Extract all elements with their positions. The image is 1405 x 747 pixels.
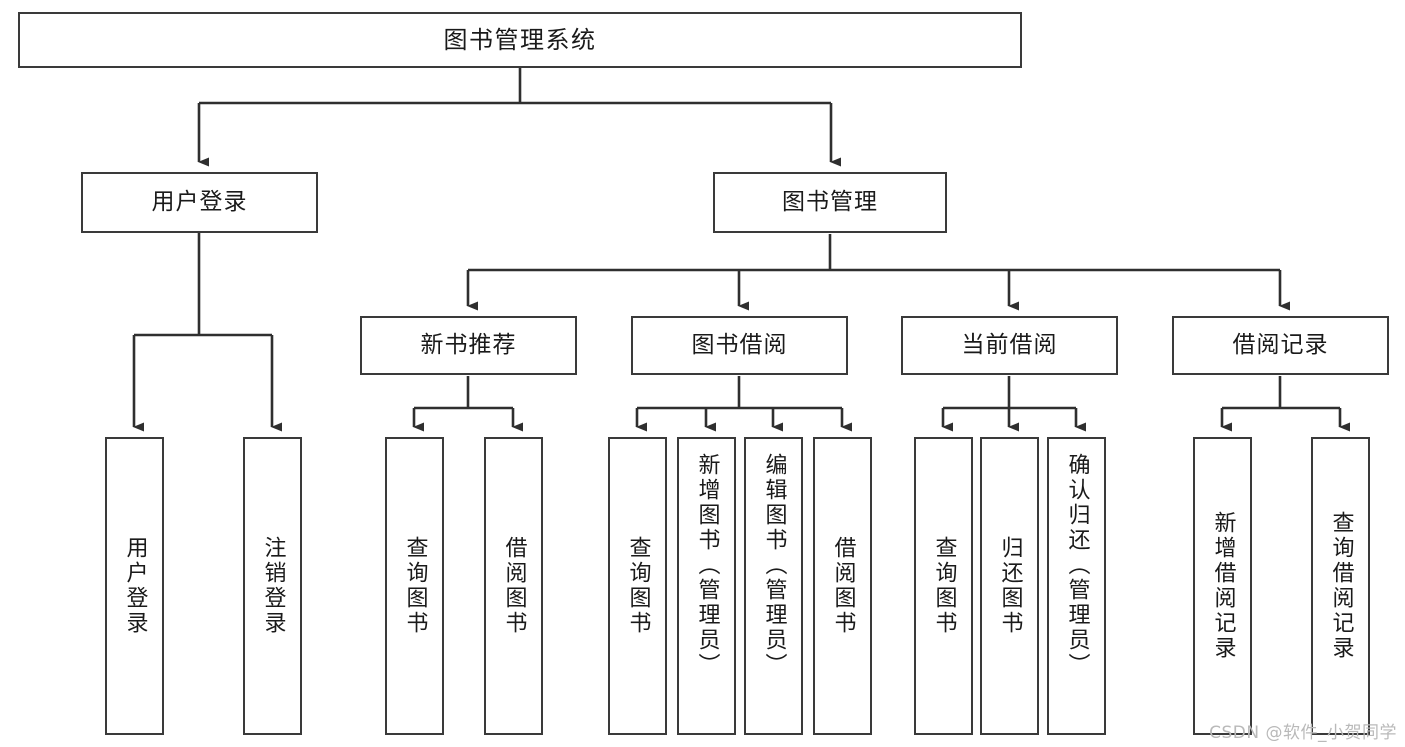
node-label: 查询图书 xyxy=(931,536,957,636)
node-borrow-record[interactable]: 借阅记录 xyxy=(1172,316,1389,375)
leaf-query-book-recommend[interactable]: 查询图书 xyxy=(385,437,444,735)
node-label: 当前借阅 xyxy=(961,331,1058,358)
node-label: 归还图书 xyxy=(997,536,1023,636)
node-new-book-recommend[interactable]: 新书推荐 xyxy=(360,316,577,375)
node-label: 用户登录 xyxy=(151,188,248,215)
node-label: 新增图书（管理员） xyxy=(694,453,720,678)
leaf-edit-book-admin[interactable]: 编辑图书（管理员） xyxy=(744,437,803,735)
node-label: 借阅图书 xyxy=(830,536,856,636)
node-label: 新增借阅记录 xyxy=(1210,511,1236,661)
node-root-book-management-system[interactable]: 图书管理系统 xyxy=(18,12,1022,68)
leaf-borrow-book-recommend[interactable]: 借阅图书 xyxy=(484,437,543,735)
leaf-return-book[interactable]: 归还图书 xyxy=(980,437,1039,735)
leaf-add-book-admin[interactable]: 新增图书（管理员） xyxy=(677,437,736,735)
leaf-query-book-borrow[interactable]: 查询图书 xyxy=(608,437,667,735)
leaf-add-borrow-record[interactable]: 新增借阅记录 xyxy=(1193,437,1252,735)
watermark: CSDN @软件_小贺同学 xyxy=(1209,723,1397,743)
node-label: 确认归还（管理员） xyxy=(1064,453,1090,678)
node-current-borrow[interactable]: 当前借阅 xyxy=(901,316,1118,375)
node-label: 图书管理 xyxy=(782,188,878,215)
node-label: 借阅记录 xyxy=(1232,331,1329,358)
leaf-borrow-book[interactable]: 借阅图书 xyxy=(813,437,872,735)
node-book-management[interactable]: 图书管理 xyxy=(713,172,947,233)
leaf-query-borrow-record[interactable]: 查询借阅记录 xyxy=(1311,437,1370,735)
node-label: 查询图书 xyxy=(402,536,428,636)
node-label: 编辑图书（管理员） xyxy=(761,453,787,678)
node-user-login[interactable]: 用户登录 xyxy=(81,172,318,233)
node-label: 注销登录 xyxy=(260,536,286,636)
node-book-borrow[interactable]: 图书借阅 xyxy=(631,316,848,375)
node-label: 查询图书 xyxy=(625,536,651,636)
leaf-confirm-return-admin[interactable]: 确认归还（管理员） xyxy=(1047,437,1106,735)
node-label: 图书借阅 xyxy=(691,331,788,358)
node-label: 图书管理系统 xyxy=(443,25,597,54)
leaf-logout[interactable]: 注销登录 xyxy=(243,437,302,735)
leaf-query-book-current[interactable]: 查询图书 xyxy=(914,437,973,735)
node-label: 查询借阅记录 xyxy=(1328,511,1354,661)
node-label: 新书推荐 xyxy=(420,331,517,358)
node-label: 用户登录 xyxy=(122,536,148,636)
node-label: 借阅图书 xyxy=(501,536,527,636)
leaf-user-login[interactable]: 用户登录 xyxy=(105,437,164,735)
